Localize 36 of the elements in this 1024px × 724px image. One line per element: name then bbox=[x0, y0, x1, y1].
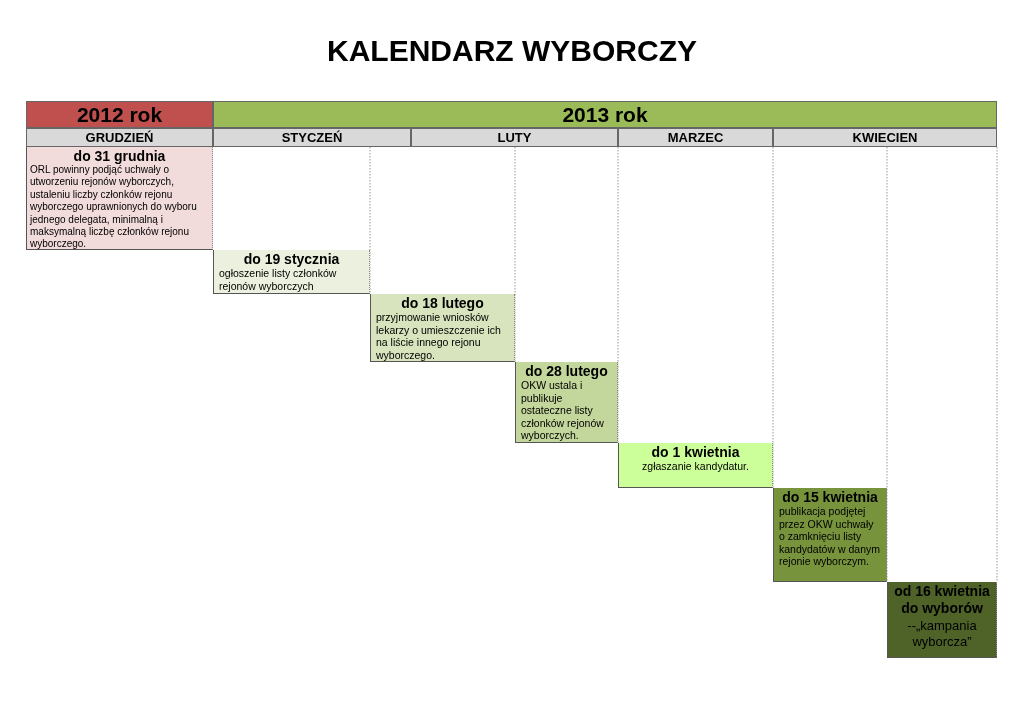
event-description: publikacja podjętej przez OKW uchwały o zamknięciu listy kandydatów w danym rejonie wyborczym. bbox=[779, 505, 881, 568]
timeline-event-box bbox=[618, 443, 773, 488]
event-description: zgłaszanie kandydatur. bbox=[641, 460, 750, 473]
event-description: ORL powinny podjąć uchwały o utworzeniu rejonów wyborczych, ustaleniu liczby członków rejonu wyborczego uprawnionych do wyboru jednego delegata, minimalną i maksymalną liczbę członków rejonu wyborczego. bbox=[30, 164, 198, 249]
timeline-event-box bbox=[26, 147, 213, 250]
month-label: LUTY bbox=[497, 130, 532, 145]
year-header-cell bbox=[26, 101, 213, 128]
month-header-cell bbox=[26, 128, 213, 147]
deadline-heading: do 31 grudnia bbox=[72, 148, 167, 164]
deadline-heading: do 15 kwietnia bbox=[781, 489, 879, 505]
timeline-event-box bbox=[370, 294, 515, 362]
month-label: KWIECIEN bbox=[852, 130, 918, 145]
event-description: OKW ustala i publikuje ostateczne listy członków rejonów wyborczych. bbox=[521, 379, 605, 442]
deadline-heading: do 28 lutego bbox=[524, 363, 609, 379]
title: KALENDARZ WYBORCZY bbox=[326, 34, 698, 68]
month-header-cell bbox=[213, 128, 411, 147]
year-label: 2012 rok bbox=[76, 102, 163, 127]
timeline-event-box bbox=[213, 250, 370, 294]
event-description: ogłoszenie listy członków rejonów wyborczych bbox=[219, 267, 338, 292]
deadline-heading: do 19 stycznia bbox=[242, 251, 341, 267]
month-label: GRUDZIEŃ bbox=[85, 130, 154, 145]
month-header-cell bbox=[411, 128, 618, 147]
year-header-cell bbox=[213, 101, 997, 128]
deadline-heading: do 18 lutego bbox=[400, 295, 485, 311]
timeline-event-box bbox=[515, 362, 618, 443]
event-description: przyjmowanie wniosków lekarzy o umieszczenie ich na liście innego rejonu wyborczego. bbox=[376, 311, 502, 361]
month-label: MARZEC bbox=[667, 130, 724, 145]
month-label: STYCZEŃ bbox=[281, 130, 343, 145]
year-label: 2013 rok bbox=[562, 102, 648, 127]
month-header-cell bbox=[618, 128, 773, 147]
timeline-event-box bbox=[773, 488, 887, 582]
deadline-heading: od 16 kwietnia do wyborów bbox=[893, 583, 991, 617]
timeline-event-box bbox=[887, 582, 997, 658]
month-header-cell bbox=[773, 128, 997, 147]
deadline-heading: do 1 kwietnia bbox=[650, 444, 741, 460]
event-description: --„kampania wyborcza” bbox=[906, 618, 978, 650]
